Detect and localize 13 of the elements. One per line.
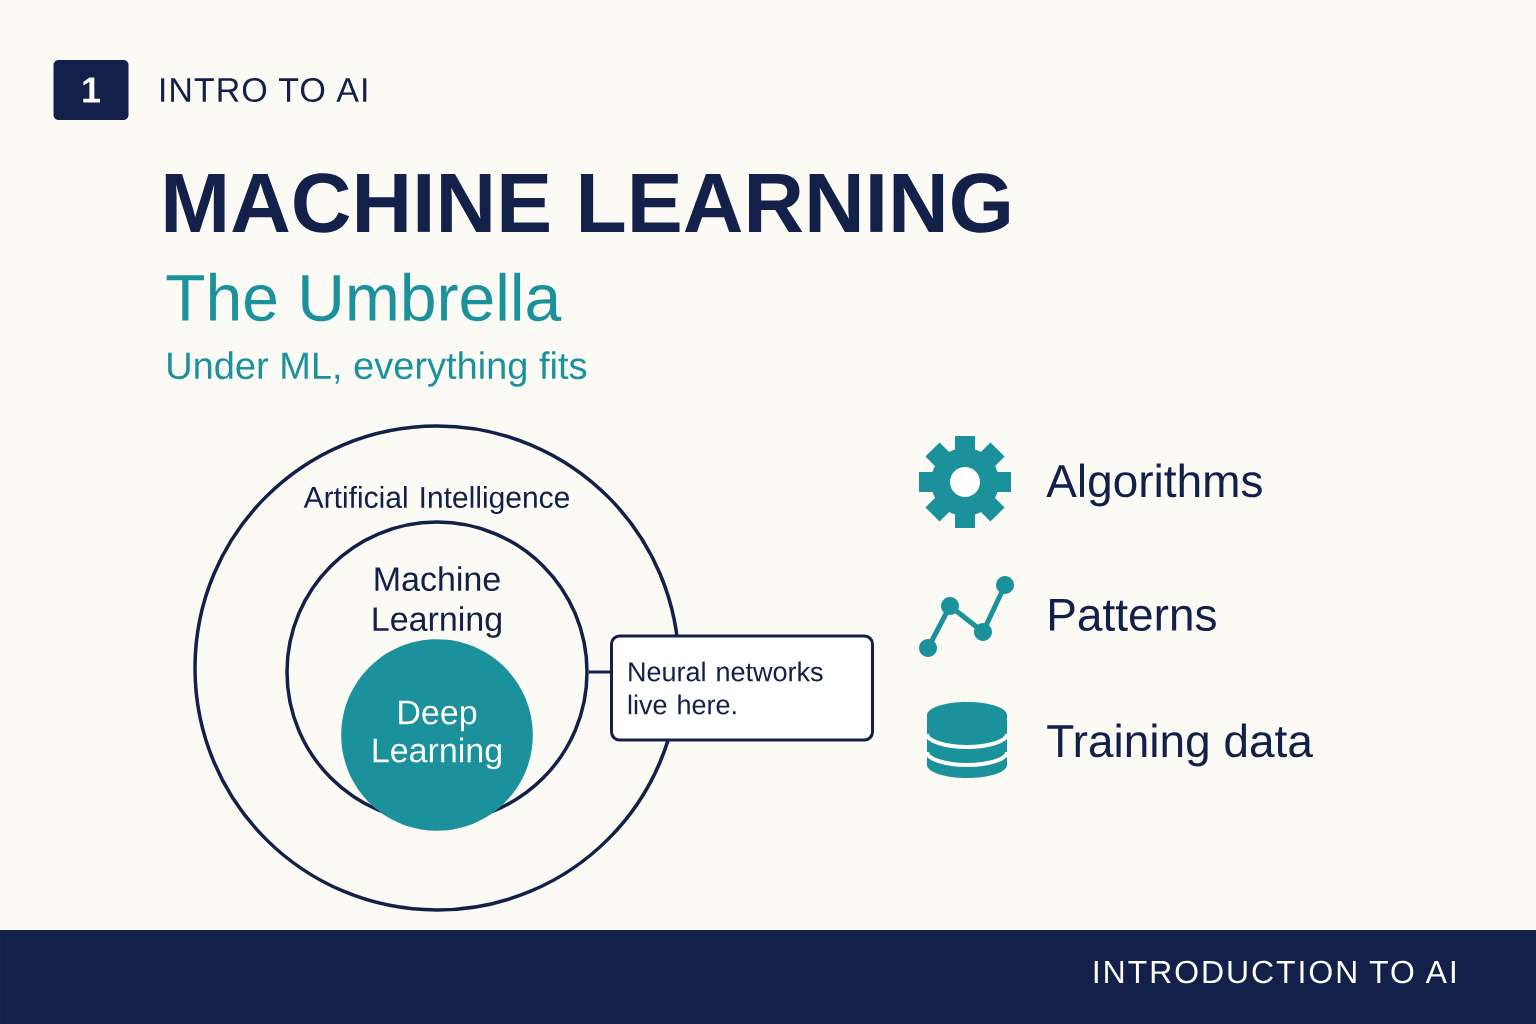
tagline: Under ML, everything fits	[168, 351, 587, 387]
feature-label: Algorithms	[1046, 463, 1262, 507]
circle-label: Machine Learning	[373, 566, 501, 638]
number-badge: 1	[53, 60, 129, 120]
feature-label: Patterns	[1050, 598, 1216, 632]
connector-line	[588, 670, 610, 674]
circle-label: Artificial Intelligence	[303, 486, 569, 514]
section-label: INTRO TO AI	[161, 77, 367, 103]
title: MACHINE LEARNING	[165, 173, 1009, 233]
feature-label: Training data	[1047, 723, 1313, 767]
callout-box: Neural networks live here.	[610, 634, 874, 742]
footer-band: INTRODUCTION TO AI	[0, 930, 1536, 1024]
subtitle: The Umbrella	[166, 272, 562, 322]
